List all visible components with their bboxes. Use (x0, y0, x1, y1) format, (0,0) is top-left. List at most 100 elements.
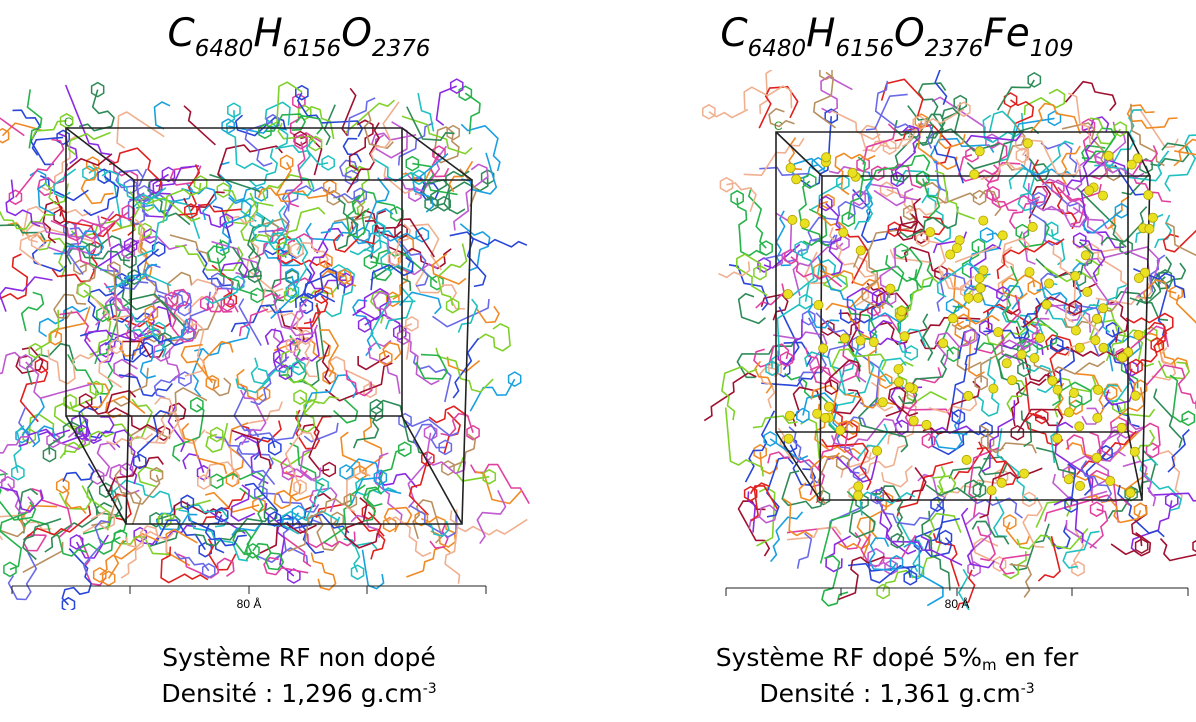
molecule-fragment (1023, 316, 1059, 351)
molecule-fragment (1151, 347, 1177, 381)
molecule-fragment (18, 405, 36, 445)
molecule-fragment (347, 215, 378, 238)
scale-bar (11, 585, 487, 594)
molecule-fragment (936, 262, 984, 298)
molecule-fragment (0, 276, 53, 312)
molecule-fragment (1044, 208, 1108, 229)
molecule-fragment (303, 422, 339, 443)
molecule-fragment (54, 306, 91, 339)
iron-atom (821, 152, 832, 163)
molecule-fragment (470, 463, 530, 504)
box-edge (65, 127, 135, 181)
molecule-fragment (306, 267, 339, 298)
molecule-fragment (978, 189, 1002, 217)
molecule-fragment (305, 217, 357, 241)
aromatic-ring (292, 359, 306, 376)
aromatic-ring (802, 173, 817, 189)
molecule-fragment (206, 303, 239, 313)
box-axis-label: C (774, 119, 783, 133)
molecule-fragment (978, 450, 993, 491)
molecule-fragment (287, 141, 306, 208)
molecule-fragment (1117, 484, 1165, 538)
molecule-fragment (174, 313, 205, 377)
aromatic-ring (818, 195, 833, 212)
molecule-fragment (958, 154, 1001, 184)
molecule-fragment (173, 551, 210, 572)
molecule-fragment (922, 380, 981, 435)
molecule-fragment (750, 482, 771, 522)
aromatic-ring (879, 492, 894, 508)
molecule-fragment (1000, 237, 1030, 269)
molecule-fragment (31, 136, 64, 156)
aromatic-ring (482, 468, 497, 485)
formula-element: O (341, 11, 372, 56)
aromatic-ring (151, 241, 166, 257)
molecule-fragment (254, 227, 290, 258)
iron-atom (896, 306, 907, 317)
aromatic-ring (902, 204, 917, 221)
molecule-fragment (896, 213, 925, 241)
aromatic-ring (28, 342, 43, 359)
aromatic-ring (730, 189, 744, 206)
molecule-fragment (231, 429, 272, 469)
molecule-fragment (194, 514, 272, 547)
molecule-fragment (173, 500, 222, 516)
molecule-fragment (894, 125, 921, 180)
formula-element: H (253, 11, 283, 56)
aromatic-ring (1010, 425, 1025, 441)
molecular-model-undoped: C 80 Å (0, 78, 530, 610)
molecule-fragment (166, 271, 193, 293)
molecule-fragment (865, 93, 908, 131)
aromatic-ring (1027, 72, 1042, 88)
aromatic-ring (405, 155, 420, 172)
formula-count: 2376 (924, 36, 984, 62)
aromatic-ring (201, 562, 216, 579)
molecule-fragment (1043, 258, 1100, 283)
molecule-fragment (749, 485, 779, 510)
molecule-fragment (346, 122, 380, 193)
molecule-fragment (197, 204, 227, 228)
molecule-fragment (430, 170, 470, 204)
molecule-fragment (810, 384, 854, 428)
molecule-fragment (476, 490, 507, 545)
aromatic-ring (378, 350, 393, 366)
molecule-fragment (874, 486, 917, 555)
scale-bar (725, 587, 1189, 596)
iron-atom (951, 243, 962, 254)
molecule-fragment (410, 223, 443, 271)
aromatic-ring (113, 529, 128, 545)
molecule-fragment (23, 519, 88, 557)
molecule-fragment (178, 509, 248, 562)
molecule-fragment (323, 104, 336, 146)
molecule-fragment (470, 236, 528, 248)
aromatic-ring (702, 103, 716, 120)
molecule-fragment (932, 475, 957, 494)
molecule-fragment (736, 197, 765, 257)
iron-atom (1143, 190, 1154, 201)
molecule-fragment (928, 395, 978, 414)
molecule-fragment (1087, 494, 1142, 524)
formula-count: 6480 (194, 36, 254, 62)
box-axis-label-2: A (816, 495, 823, 506)
molecule-fragment (1065, 136, 1098, 196)
aromatic-ring (287, 568, 301, 584)
aromatic-ring (199, 295, 214, 312)
molecule-fragment (19, 504, 58, 530)
molecule-fragment (113, 269, 119, 342)
aromatic-ring (3, 561, 17, 578)
molecule-fragment (209, 173, 261, 193)
aromatic-ring (343, 492, 358, 509)
molecule-fragment (349, 229, 382, 256)
molecule-fragment (362, 177, 390, 236)
molecule-fragment (279, 328, 320, 370)
molecule-fragment (31, 487, 73, 539)
iron-atom (1044, 278, 1055, 289)
molecule-fragment (927, 187, 952, 243)
molecule-fragment (996, 428, 1039, 502)
molecule-fragment (956, 569, 976, 610)
molecule-fragment (408, 504, 457, 538)
molecule-fragment (1051, 381, 1092, 407)
molecule-fragment (1052, 473, 1108, 503)
molecule-fragment (813, 71, 836, 129)
aromatic-ring (846, 419, 860, 436)
